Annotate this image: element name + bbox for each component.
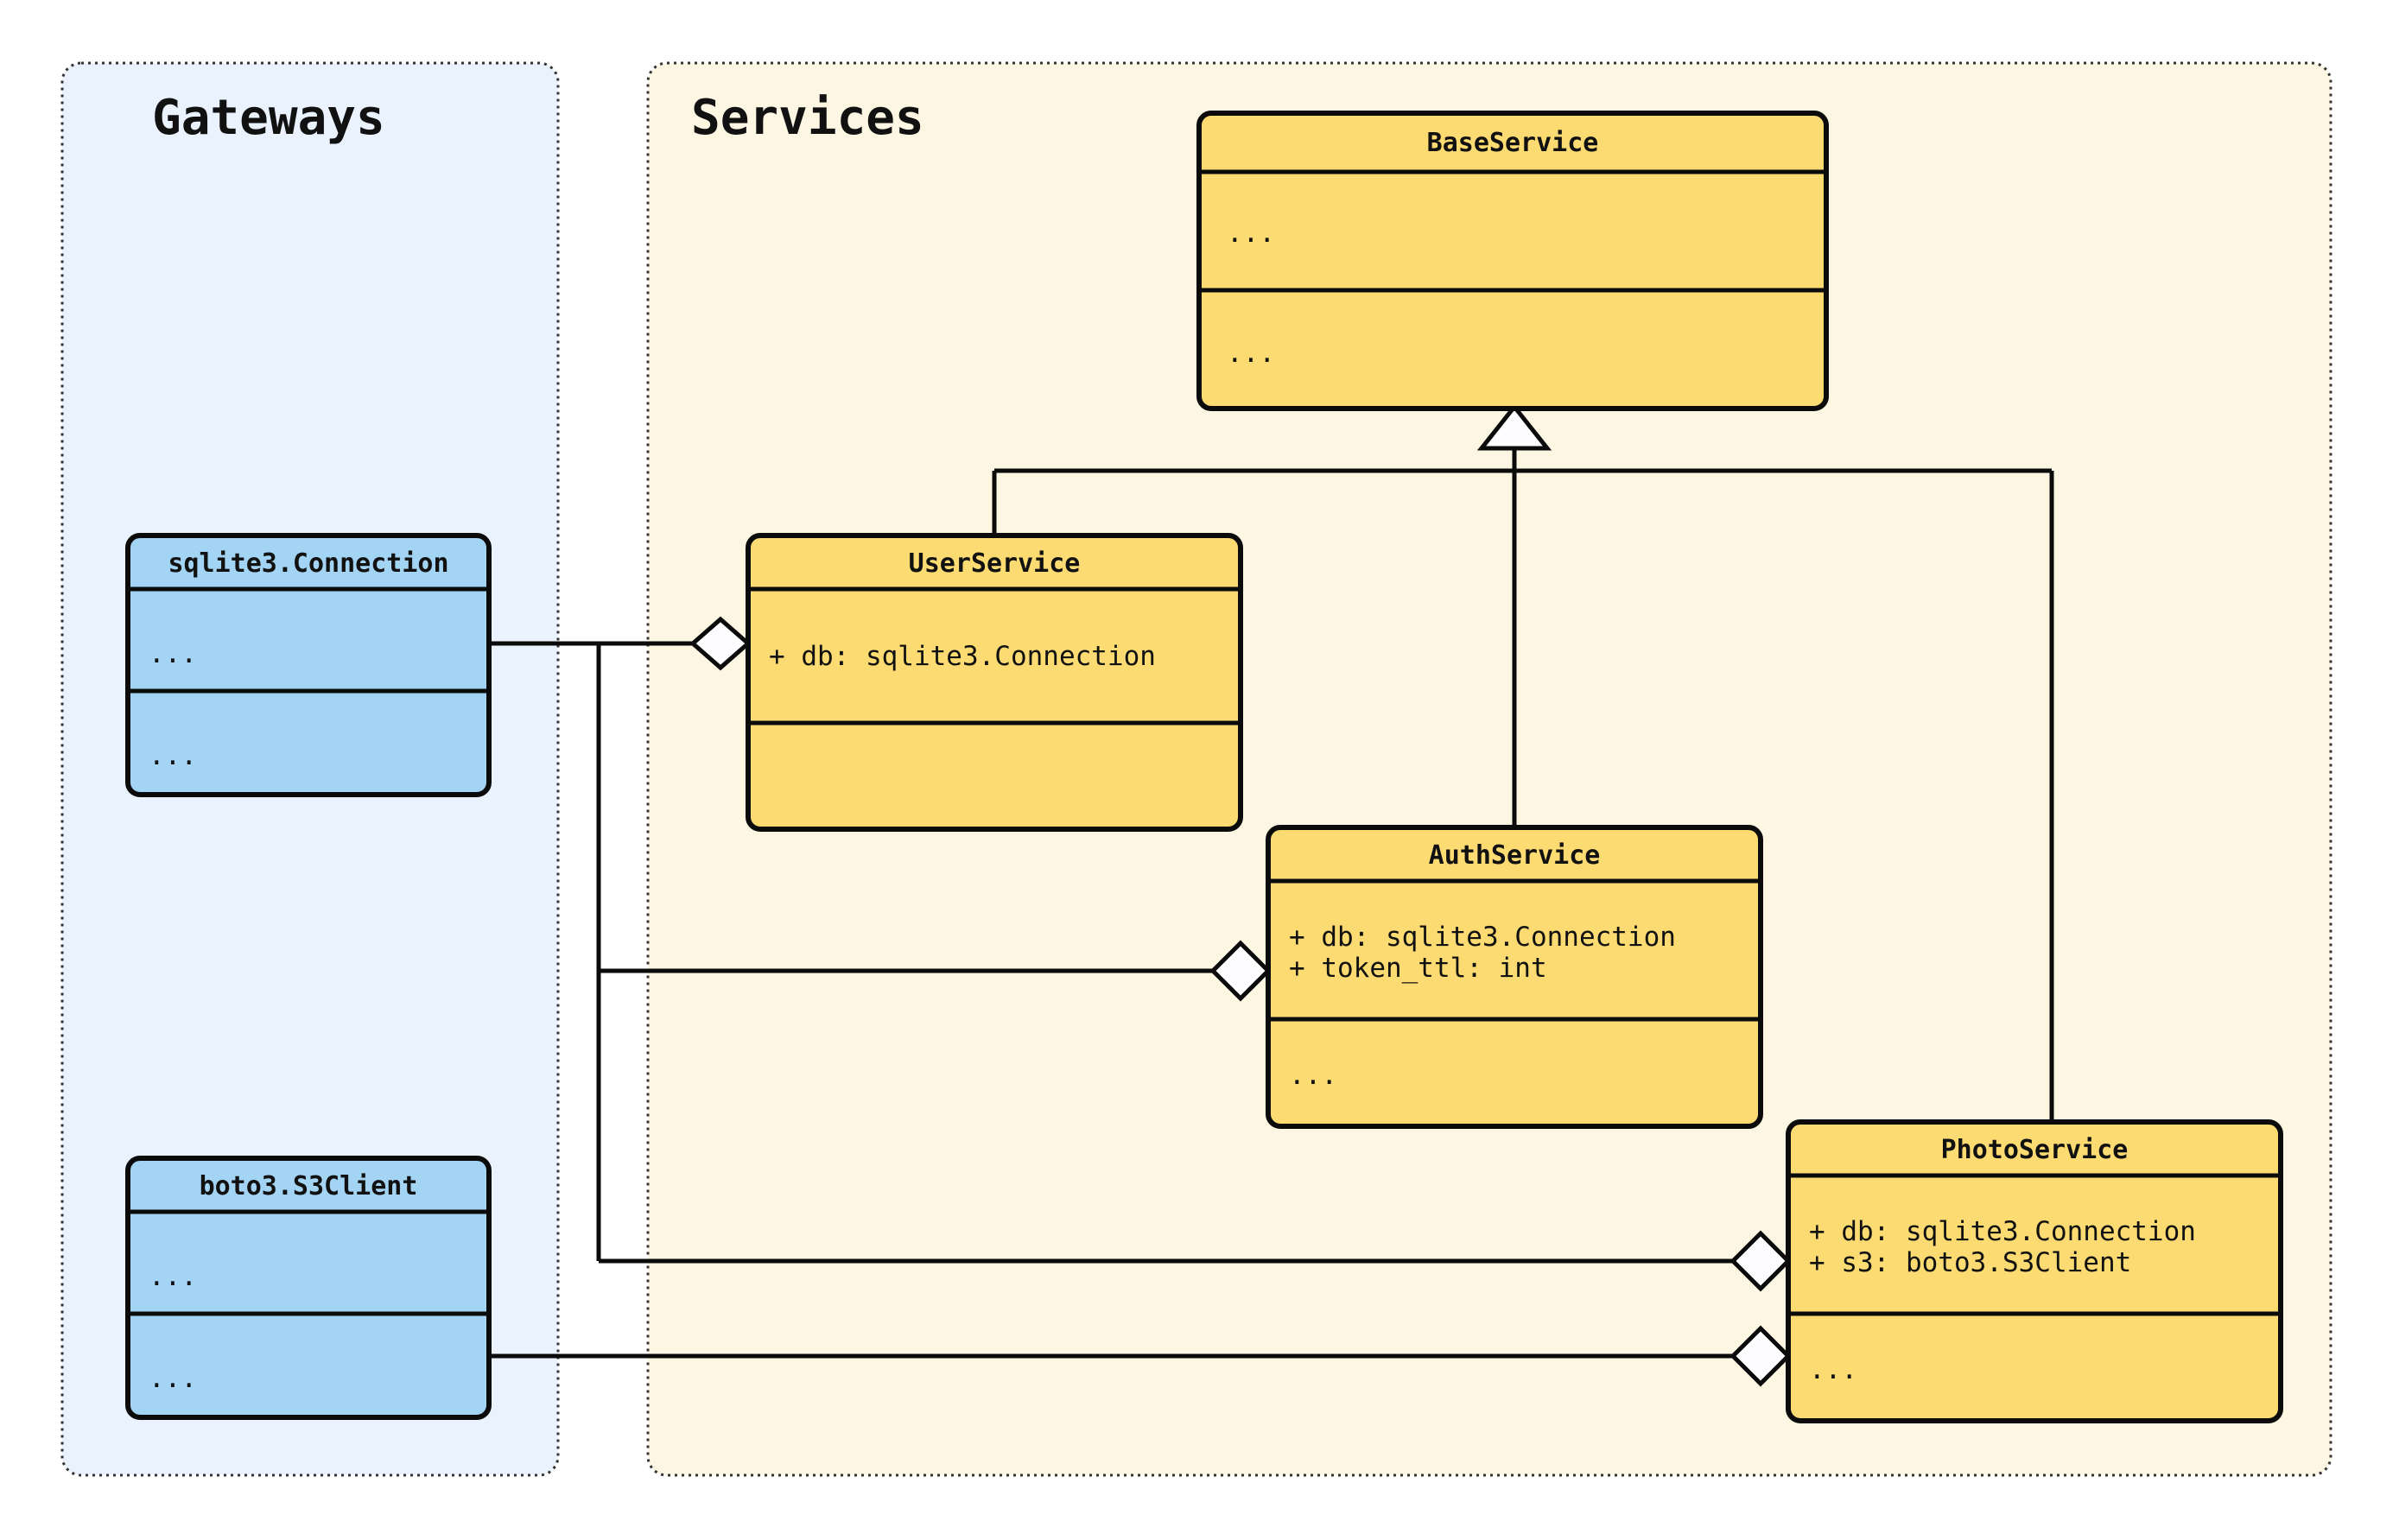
class-box-boto3-s3client[interactable]: boto3.S3Client ... ... xyxy=(125,1156,492,1420)
class-userservice-attribute-0: + db: sqlite3.Connection xyxy=(769,641,1156,672)
class-box-baseservice[interactable]: BaseService ... ... xyxy=(1196,111,1829,411)
class-box-photoservice[interactable]: PhotoService + db: sqlite3.Connection + … xyxy=(1786,1119,2283,1423)
aggregation-diamond-photoservice-s3 xyxy=(1729,1325,1792,1387)
inheritance-arrowhead xyxy=(1476,402,1552,451)
aggregation-diamond-userservice xyxy=(689,616,752,671)
class-boto3-s3client-attribute-0: ... xyxy=(149,1261,197,1292)
class-boto3-s3client-frame xyxy=(125,1156,492,1420)
class-sqlite3-connection-method-0: ... xyxy=(149,740,197,771)
class-baseservice-frame xyxy=(1196,111,1829,411)
class-authservice-attribute-1: + token_ttl: int xyxy=(1289,953,1547,984)
aggregation-diamond-photoservice-db xyxy=(1729,1230,1792,1292)
class-authservice-method-0: ... xyxy=(1289,1060,1337,1091)
class-authservice-attribute-0: + db: sqlite3.Connection xyxy=(1289,922,1676,953)
class-sqlite3-connection-attribute-0: ... xyxy=(149,638,197,669)
class-box-authservice[interactable]: AuthService + db: sqlite3.Connection + t… xyxy=(1266,825,1763,1129)
class-sqlite3-connection-frame xyxy=(125,533,492,797)
class-boto3-s3client-method-0: ... xyxy=(149,1363,197,1394)
class-box-sqlite3-connection[interactable]: sqlite3.Connection ... ... xyxy=(125,533,492,797)
class-authservice-frame xyxy=(1266,825,1763,1129)
class-userservice-frame xyxy=(746,533,1243,832)
class-baseservice-method-0: ... xyxy=(1227,338,1275,369)
class-baseservice-attribute-0: ... xyxy=(1227,218,1275,249)
class-authservice-name: AuthService xyxy=(1429,840,1601,871)
class-photoservice-frame xyxy=(1786,1119,2283,1423)
class-photoservice-attribute-1: + s3: boto3.S3Client xyxy=(1809,1247,2131,1278)
aggregation-diamond-authservice xyxy=(1209,940,1272,1002)
class-photoservice-name: PhotoService xyxy=(1941,1135,2129,1165)
inheritance-edges xyxy=(992,402,2054,1122)
class-userservice-name: UserService xyxy=(909,548,1081,579)
class-sqlite3-connection-name: sqlite3.Connection xyxy=(168,548,448,579)
package-gateways-title: Gateways xyxy=(152,90,385,146)
aggregation-edges xyxy=(489,616,1792,1387)
class-baseservice-name: BaseService xyxy=(1427,128,1599,158)
package-services-title: Services xyxy=(691,90,924,146)
class-photoservice-attribute-0: + db: sqlite3.Connection xyxy=(1809,1216,2196,1247)
class-box-userservice[interactable]: UserService + db: sqlite3.Connection xyxy=(746,533,1243,832)
class-photoservice-method-0: ... xyxy=(1809,1354,1857,1385)
class-boto3-s3client-name: boto3.S3Client xyxy=(200,1171,418,1201)
